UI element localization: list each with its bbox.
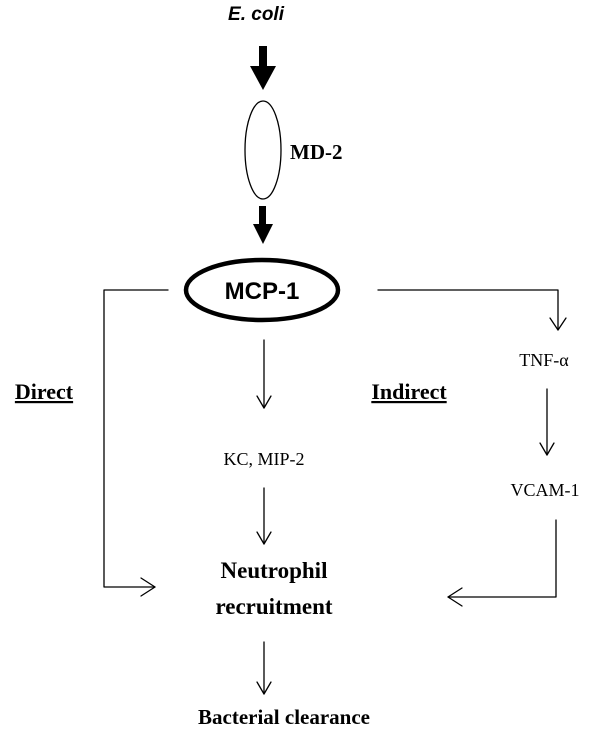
md2-label: MD-2: [290, 140, 342, 164]
arrow-neutrophil-to-clearance: [256, 641, 272, 695]
chemokines-label: KC, MIP-2: [223, 449, 304, 469]
thick-arrow-ecoli-to-md2: [250, 46, 276, 90]
tnf-alpha-label: TNF-α: [519, 350, 569, 370]
mcp1-label: MCP-1: [225, 278, 300, 305]
indirect-label: Indirect: [371, 379, 447, 404]
arrow-chemokines-to-neutrophil: [256, 487, 272, 545]
indirect-path-arrow: [377, 289, 567, 331]
arrow-tnf-to-vcam: [539, 388, 555, 456]
vcam1-label: VCAM-1: [510, 480, 579, 500]
bacterial-clearance-label: Bacterial clearance: [198, 705, 370, 729]
direct-path-arrow: [103, 289, 169, 597]
neutrophil-label-line2: recruitment: [215, 594, 332, 619]
direct-label: Direct: [15, 379, 74, 404]
md2-receptor-shape: [244, 100, 282, 200]
thick-arrow-md2-to-mcp1: [253, 206, 273, 244]
neutrophil-label-line1: Neutrophil: [221, 558, 328, 583]
arrow-mcp1-to-chemokines: [256, 339, 272, 409]
ecoli-label: E. coli: [228, 4, 285, 25]
mcp1-node-shape: [183, 257, 341, 323]
arrow-vcam-to-neutrophil: [447, 519, 557, 607]
